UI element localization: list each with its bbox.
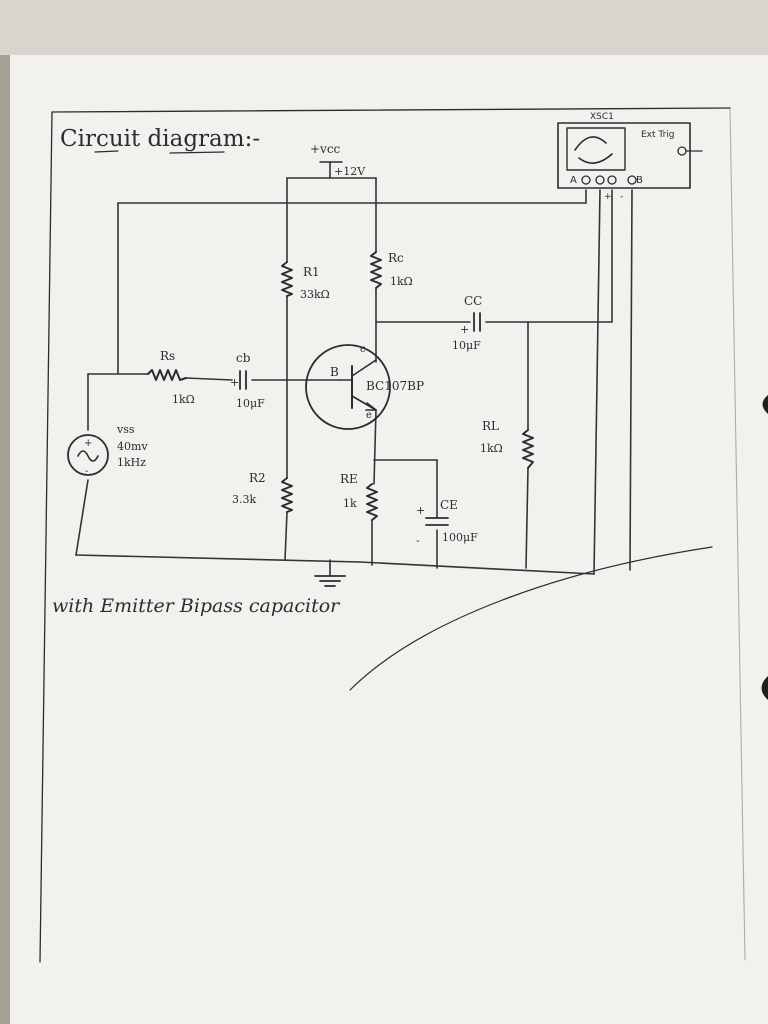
paper-sheet: [8, 55, 768, 1024]
rs-value: 1kΩ: [172, 393, 195, 406]
resistor-re-symbol: [366, 483, 378, 521]
oscilloscope-xsc1: XSC1 Ext Trig A B + -: [557, 112, 703, 202]
ground-symbol: [314, 575, 346, 587]
transistor-bc107bp: B c e BC107BP: [305, 344, 424, 430]
scope-body: [557, 122, 691, 189]
rl-bottom-wire: [525, 467, 529, 569]
resistor-rc-symbol: [370, 251, 382, 289]
binder-hole-upper: [762, 395, 768, 414]
frame-left-line: [39, 111, 53, 963]
vcc-name: +vcc: [310, 142, 341, 156]
base-label: B: [330, 365, 339, 379]
vcc-supply: +vcc +12V: [310, 142, 366, 178]
scope-trace-upper: [574, 136, 607, 151]
capacitor-ce-plates: [425, 517, 449, 526]
rl-value: 1kΩ: [480, 442, 503, 455]
cc-plus-sign: +: [460, 323, 469, 336]
rc-value: 1kΩ: [390, 275, 413, 288]
transistor-envelope: [305, 344, 391, 430]
capacitor-cb: + cb 10μF: [230, 351, 265, 410]
r2-value: 3.3k: [232, 493, 256, 506]
vcc-value: +12V: [334, 165, 366, 178]
transistor-collector-lead: [351, 359, 377, 377]
caption: with Emitter Bipass capacitor: [52, 595, 341, 617]
r1-value: 33kΩ: [300, 288, 330, 301]
vss-name: vss: [116, 423, 135, 436]
resistor-rs-symbol: [147, 369, 187, 381]
re-value: 1k: [343, 497, 357, 510]
frame-top-line: [51, 107, 731, 113]
source-minus-sign: -: [85, 466, 88, 477]
page-edge: [0, 55, 10, 1024]
sine-wave-icon: [77, 450, 99, 462]
resistor-r2: R2 3.3k: [232, 471, 293, 513]
binder-hole-lower: [761, 676, 768, 700]
scope-minus-sign: -: [620, 192, 623, 202]
rc-name: Rc: [388, 251, 404, 265]
r2-name: R2: [249, 471, 266, 485]
source-plus-sign: +: [84, 438, 92, 449]
resistor-r1-symbol: [281, 261, 293, 297]
curve-stroke: [349, 546, 713, 691]
channel-b-minus-terminal: [627, 175, 637, 185]
scope-trace-lower: [578, 153, 613, 164]
frame-right-line: [729, 107, 746, 961]
channel-b-label: B: [636, 175, 643, 186]
source-circle: [67, 434, 109, 476]
collector-label: c: [360, 344, 366, 355]
channel-a-label: A: [570, 175, 577, 186]
vss-frequency: 1kHz: [117, 456, 146, 469]
scope-screen: [566, 127, 626, 171]
ground-bus: [75, 554, 595, 575]
resistor-rc: Rc 1kΩ: [370, 251, 413, 289]
rs-name: Rs: [160, 349, 175, 363]
resistor-rl: RL 1kΩ: [480, 419, 534, 469]
r2-bottom-wire: [284, 511, 288, 561]
cb-value: 10μF: [236, 397, 265, 410]
cb-plus-sign: +: [230, 376, 239, 389]
resistor-r2-symbol: [281, 477, 293, 513]
cc-name: CC: [464, 294, 482, 308]
capacitor-ce: + - CE 100μF: [416, 498, 478, 547]
cc-value: 10μF: [452, 339, 481, 352]
scope-name: XSC1: [590, 112, 614, 122]
ground-icon: [314, 575, 346, 587]
emitter-label: e: [366, 410, 372, 421]
ce-top-wire: [373, 459, 438, 519]
ce-minus-sign: -: [416, 534, 420, 547]
transistor-model: BC107BP: [366, 379, 424, 393]
capacitor-cc: + CC 10μF: [452, 294, 482, 352]
r1-name: R1: [303, 265, 320, 279]
page-title: Circuit diagram:-: [60, 126, 260, 152]
scope-ground-wire-b: [629, 189, 633, 571]
channel-a-minus-terminal: [595, 175, 605, 185]
vss-amplitude: 40mv: [117, 440, 148, 453]
resistor-rl-symbol: [522, 429, 534, 469]
cb-name: cb: [236, 351, 251, 365]
scope-channel-a-wire: [117, 189, 587, 204]
rs-cb-wire: [185, 377, 233, 381]
emitter-arrow-icon: [365, 402, 377, 411]
resistor-re: RE 1k: [340, 472, 378, 521]
ac-source-vss: + - vss 40mv 1kHz: [67, 423, 148, 477]
source-bottom-wire: [75, 479, 89, 556]
capacitor-cc-plates: [473, 312, 481, 332]
scope-plus-sign: +: [604, 192, 612, 202]
emitter-wire: [373, 409, 377, 485]
ce-name: CE: [440, 498, 458, 512]
channel-a-plus-terminal: [581, 175, 591, 185]
scope-ground-wire: [593, 189, 601, 575]
scope-ext-trig: Ext Trig: [641, 130, 675, 140]
rl-name: RL: [482, 419, 499, 433]
title-underline: [94, 150, 225, 154]
resistor-rs: Rs 1kΩ: [147, 349, 195, 406]
resistor-r1: R1 33kΩ: [281, 261, 330, 301]
capacitor-cb-plates: [239, 370, 247, 390]
ce-plus-sign: +: [416, 504, 425, 517]
re-name: RE: [340, 472, 358, 486]
ce-value: 100μF: [442, 531, 478, 544]
channel-b-plus-terminal: [607, 175, 617, 185]
